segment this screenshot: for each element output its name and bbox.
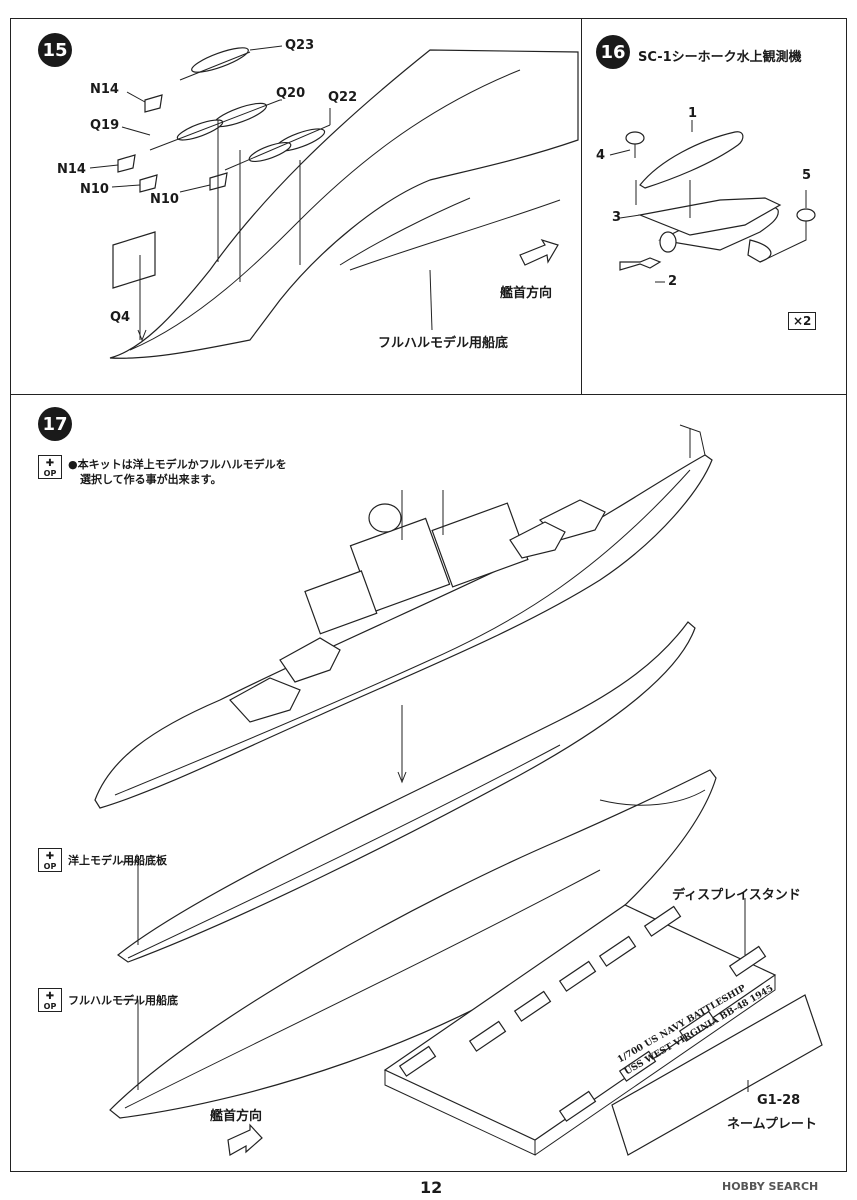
option-icon: ✚ (45, 458, 55, 469)
part-label-q4: Q4 (110, 310, 131, 325)
nameplate-label: ネームプレート (727, 1117, 817, 1132)
turret-a (229, 677, 301, 723)
step-16-badge: 16 (596, 35, 630, 69)
part-label-n10-left: N10 (80, 182, 109, 197)
page-number: 12 (420, 1178, 443, 1197)
display-stand-label: ディスプレイスタンド (672, 888, 801, 903)
option-badge-label: OP (43, 1002, 57, 1011)
part-label-4: 4 (596, 148, 606, 163)
part-label-3: 3 (612, 210, 622, 225)
bow-direction-label-15: 艦首方向 (500, 286, 553, 301)
option-badge-fullhull: ✚ OP (38, 988, 62, 1012)
part-label-n14-top: N14 (90, 82, 119, 97)
option-badge-label: OP (43, 862, 57, 871)
turret-b (279, 637, 341, 683)
part-label-q19: Q19 (90, 118, 120, 133)
step-16-title: SC-1シーホーク水上観測機 (638, 50, 802, 65)
fullhull-bottom-label: フルハルモデル用船底 (68, 994, 178, 1007)
waterline-bottom-plate (116, 621, 696, 963)
note-line-2: 選択して作る事が出来ます。 (80, 473, 222, 486)
bow-direction-label-17: 艦首方向 (210, 1109, 263, 1124)
bow-direction-arrow-17 (227, 1123, 263, 1156)
option-icon: ✚ (45, 851, 55, 862)
hull-label-15: フルハルモデル用船底 (378, 336, 509, 351)
part-label-2: 2 (668, 274, 678, 289)
aircraft-wing (637, 197, 782, 236)
part-label-1: 1 (688, 106, 698, 121)
hull-bow-section (109, 49, 579, 359)
bow-direction-arrow-15 (519, 238, 559, 266)
option-badge-label: OP (43, 469, 57, 478)
part-label-n10-right: N10 (150, 192, 179, 207)
part-q4-shape (112, 231, 156, 289)
part-label-q20: Q20 (276, 86, 306, 101)
part-label-q22: Q22 (328, 90, 358, 105)
float-part-1 (639, 131, 744, 189)
superstructure (304, 490, 529, 635)
nameplate-shape (611, 994, 823, 1156)
hobby-search-watermark: HOBBY SEARCH (722, 1180, 819, 1193)
note-line-1: ●本キットは洋上モデルかフルハルモデルを (68, 458, 287, 471)
step-15-badge: 15 (38, 33, 72, 67)
propeller-part-2 (619, 257, 662, 271)
part-label-q23: Q23 (285, 38, 315, 53)
gun-mount-q19 (149, 99, 281, 151)
gun-mount-q22 (224, 124, 331, 171)
option-badge-waterline: ✚ OP (38, 848, 62, 872)
waterline-plate-label: 洋上モデル用船底板 (68, 854, 167, 867)
fullhull-bottom-part (109, 769, 717, 1119)
nameplate-part-number: G1-28 (757, 1093, 801, 1108)
option-badge-note: ✚ OP (38, 455, 62, 479)
turret-d (509, 521, 566, 559)
gun-mount-q23 (179, 47, 251, 81)
part-label-n14-mid: N14 (57, 162, 86, 177)
option-icon: ✚ (45, 991, 55, 1002)
step-17-badge: 17 (38, 407, 72, 441)
battleship-hull-assembled (94, 454, 713, 809)
part-label-5: 5 (802, 168, 812, 183)
stand-cradles (398, 905, 767, 1122)
quantity-badge: ×2 (788, 312, 817, 330)
